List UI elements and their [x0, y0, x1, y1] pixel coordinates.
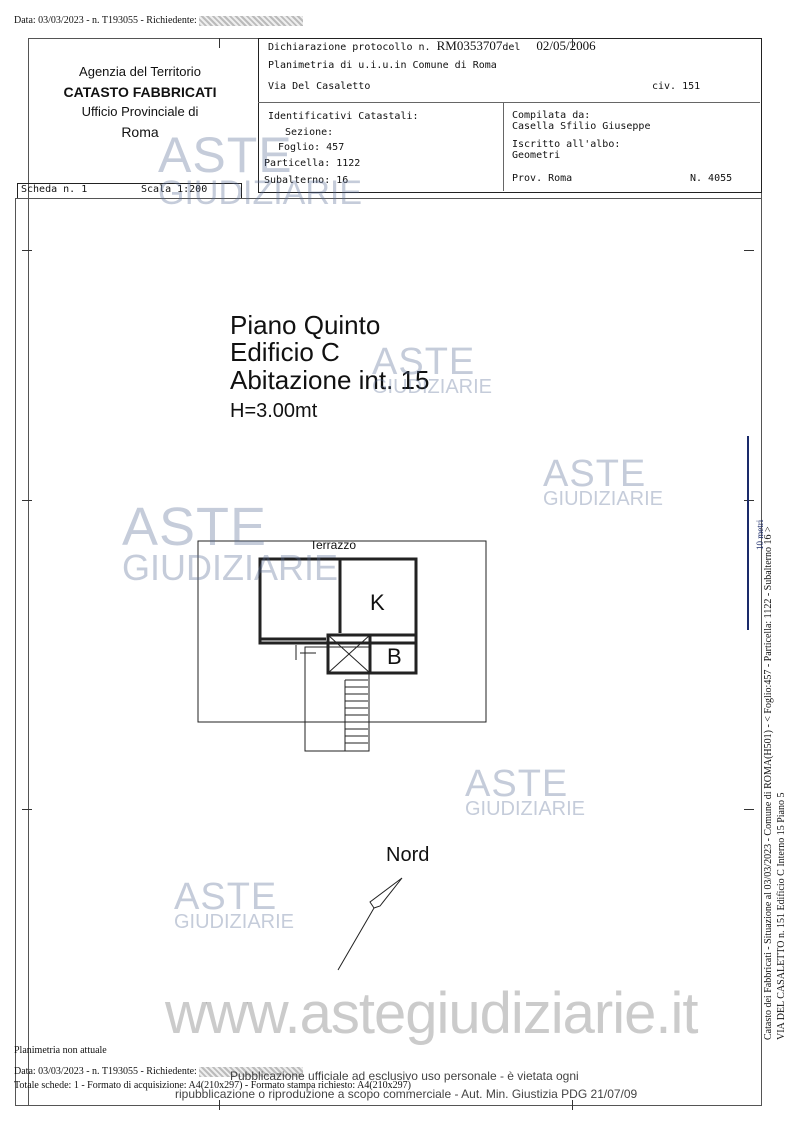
- protocol-label: Dichiarazione protocollo n.: [268, 42, 431, 53]
- scale-bar: [747, 436, 749, 630]
- subalterno: Subalterno: 16: [264, 175, 349, 186]
- albo: Geometri: [512, 150, 561, 161]
- agency-name: Agenzia del Territorio: [79, 64, 201, 79]
- tick-mark: [219, 38, 220, 48]
- footer-request-text: Data: 03/03/2023 - n. T193055 - Richiede…: [14, 1066, 197, 1077]
- redacted-requester: [199, 15, 304, 26]
- plan-title: Piano Quinto Edificio C Abitazione int. …: [230, 310, 430, 423]
- iscritto-label: Iscritto all'albo:: [512, 139, 621, 150]
- civic-number: civ. 151: [652, 81, 701, 92]
- floor-label: Piano Quinto: [230, 310, 381, 340]
- tick-mark: [744, 809, 754, 810]
- ufficio-label: Ufficio Provinciale di: [81, 104, 199, 119]
- address: Via Del Casaletto: [268, 81, 371, 92]
- website-watermark: www.astegiudiziarie.it: [165, 981, 698, 1046]
- tick-mark: [219, 1100, 220, 1110]
- ufficio-city: Roma: [121, 124, 159, 140]
- particella: Particella: 1122: [264, 158, 361, 169]
- tick-mark: [744, 250, 754, 251]
- room-label-terrazzo: Terrazzo: [310, 538, 357, 552]
- catasto-title: CATASTO FABBRICATI: [63, 84, 217, 100]
- height-label: H=3.00mt: [230, 399, 318, 422]
- header-box: [258, 38, 762, 193]
- header-request-line: Data: 03/03/2023 - n. T193055 - Richiede…: [14, 15, 304, 26]
- footer-pubblicazione: Pubblicazione ufficiale ad esclusivo uso…: [230, 1069, 579, 1083]
- planimetria-line: Planimetria di u.i.u.in Comune di Roma: [268, 60, 497, 71]
- room-label-bathroom: B: [387, 644, 402, 669]
- side-catasto-line: Catasto dei Fabbricati - Situazione al 0…: [763, 526, 774, 1040]
- identificativi-label: Identificativi Catastali:: [268, 111, 419, 122]
- provincia: Prov. Roma: [512, 173, 573, 184]
- footer-totale: Totale schede: 1 - Formato di acquisizio…: [14, 1080, 411, 1091]
- sezione: Sezione:: [285, 127, 334, 138]
- tick-mark: [22, 809, 32, 810]
- request-text: Data: 03/03/2023 - n. T193055 - Richiede…: [14, 15, 197, 26]
- tick-mark: [572, 1100, 573, 1110]
- protocol-del: del: [502, 42, 521, 53]
- room-label-kitchen: K: [370, 590, 385, 615]
- tick-mark: [22, 250, 32, 251]
- protocol-line: Dichiarazione protocollo n. RM0353707del…: [268, 38, 596, 54]
- foglio: Foglio: 457: [278, 142, 345, 153]
- scala: Scala 1:200: [141, 184, 208, 195]
- footer-ripubblicazione: ripubblicazione o riproduzione a scopo c…: [175, 1087, 638, 1101]
- building-label: Edificio C: [230, 337, 340, 368]
- unit-label: Abitazione int. 15: [230, 364, 430, 395]
- bathroom-walls: [368, 633, 418, 675]
- agency-block: Agenzia del Territorio CATASTO FABBRICAT…: [40, 62, 240, 142]
- tick-mark: [572, 38, 573, 48]
- stair-block: [304, 646, 370, 752]
- drawing-frame: [15, 198, 762, 1106]
- north-arrow-icon: [337, 877, 403, 971]
- scheda-number: Scheda n. 1: [21, 184, 88, 195]
- footer-request-line: Data: 03/03/2023 - n. T193055 - Richiede…: [14, 1066, 304, 1077]
- header-col-divider: [503, 102, 504, 191]
- side-address-line: VIA DEL CASALETTO n. 151 Edificio C Inte…: [776, 792, 787, 1040]
- header-divider: [258, 102, 760, 103]
- tick-mark: [22, 500, 32, 501]
- terrace-outline: [197, 540, 487, 723]
- north-label: Nord: [386, 844, 430, 866]
- protocol-date: 02/05/2006: [536, 38, 596, 53]
- tick-mark: [744, 500, 754, 501]
- planimetria-non-attuale: Planimetria non attuale: [14, 1045, 107, 1056]
- compilatore: Casella Sfilio Giuseppe: [512, 121, 651, 132]
- compilata-label: Compilata da:: [512, 110, 591, 121]
- protocol-number: RM0353707: [436, 38, 503, 53]
- redacted-requester: [199, 1066, 304, 1077]
- apartment-walls: [258, 557, 418, 645]
- albo-number: N. 4055: [690, 173, 733, 184]
- scale-bar-label: 10 metri: [755, 519, 765, 550]
- floor-plan: [197, 540, 487, 752]
